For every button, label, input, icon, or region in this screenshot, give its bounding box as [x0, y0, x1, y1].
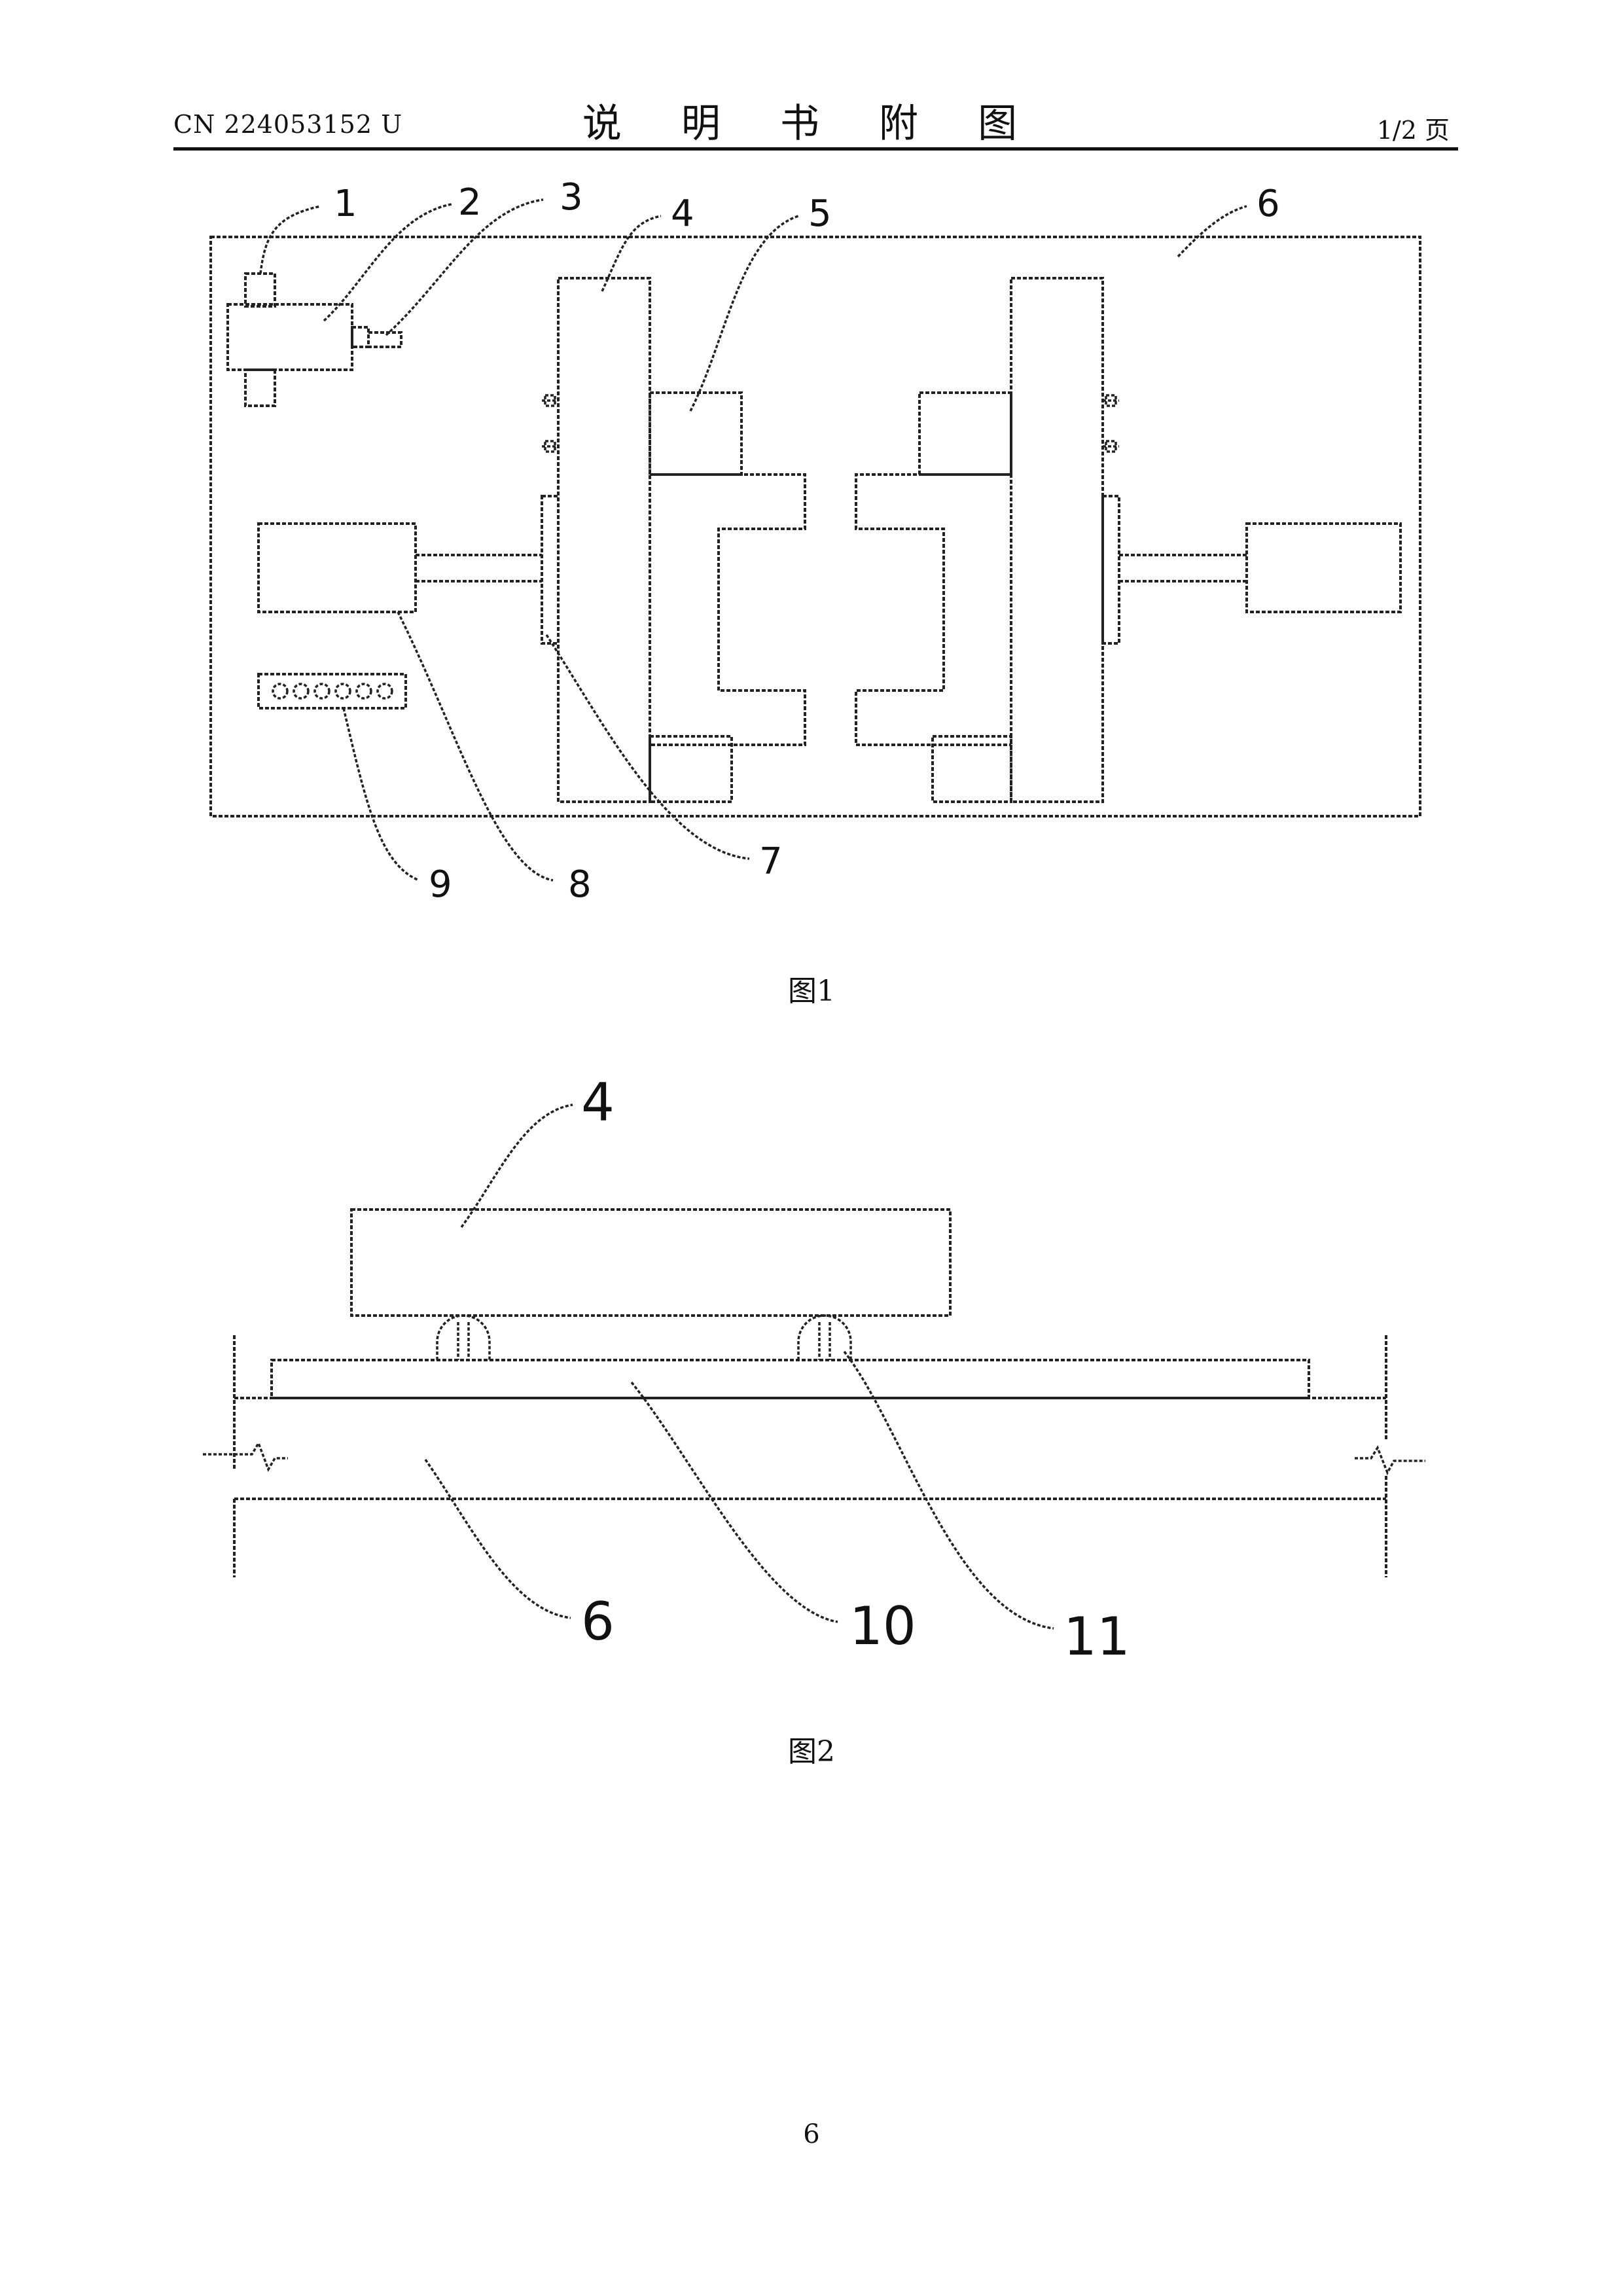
- panel-buttons: [273, 684, 392, 698]
- frame-4-block: [351, 1210, 950, 1316]
- label-7: 7: [759, 840, 783, 883]
- plate-7-right: [1103, 496, 1119, 643]
- part-1-bottom-block: [245, 370, 275, 406]
- label-1: 1: [334, 183, 357, 225]
- actuator-8-left: [259, 524, 416, 612]
- leader-11: [844, 1352, 1054, 1628]
- break-mark-right: [1355, 1448, 1425, 1473]
- clamp-left: [650, 475, 805, 745]
- figure-1-drawing: 1 2 3 4 5 6 7 8 9: [0, 164, 1623, 929]
- label-10: 10: [849, 1596, 916, 1657]
- page-indicator: 1/2 页: [1377, 110, 1450, 146]
- label-3: 3: [560, 176, 583, 219]
- frame-4-right: [1011, 278, 1103, 802]
- label-8: 8: [568, 863, 592, 906]
- figure-2-caption: 图2: [0, 1728, 1623, 1770]
- part-3-tip: [368, 332, 401, 347]
- part-5-right: [919, 393, 1011, 475]
- label-4b: 4: [581, 1072, 615, 1133]
- label-6b: 6: [581, 1591, 615, 1652]
- leader-8: [398, 612, 553, 880]
- label-9: 9: [429, 863, 452, 906]
- figure-2-drawing: 4 6 10 11: [0, 1047, 1623, 1702]
- leader-1: [260, 206, 321, 274]
- leader-4: [602, 216, 661, 291]
- roller-11-right: [798, 1316, 851, 1360]
- base-plate-outline: [211, 237, 1420, 816]
- part-5-left: [650, 393, 741, 475]
- part-3-connector: [352, 327, 368, 347]
- leader-6: [1178, 206, 1247, 257]
- label-2: 2: [458, 181, 482, 224]
- plate-7-left: [542, 496, 558, 643]
- label-5: 5: [808, 192, 832, 235]
- leader-5: [690, 216, 798, 411]
- label-4: 4: [671, 192, 694, 235]
- clamp-right: [856, 475, 1011, 745]
- leader-6b: [425, 1460, 571, 1618]
- rail-10: [272, 1360, 1309, 1398]
- actuator-8-right: [1247, 524, 1400, 612]
- label-6: 6: [1257, 183, 1280, 225]
- control-panel-9: [259, 674, 406, 708]
- page-number: 6: [0, 2119, 1623, 2149]
- leader-7: [546, 635, 749, 859]
- break-mark-left: [203, 1443, 288, 1469]
- leader-9: [344, 708, 419, 880]
- header-rule: [173, 147, 1458, 151]
- frame-4-left: [558, 278, 650, 802]
- roller-11-left: [437, 1316, 490, 1360]
- label-11: 11: [1063, 1606, 1130, 1667]
- figure-1-caption: 图1: [0, 967, 1623, 1009]
- leader-10: [632, 1382, 838, 1622]
- part-1-top-block: [245, 274, 275, 306]
- part-2-body: [228, 304, 352, 370]
